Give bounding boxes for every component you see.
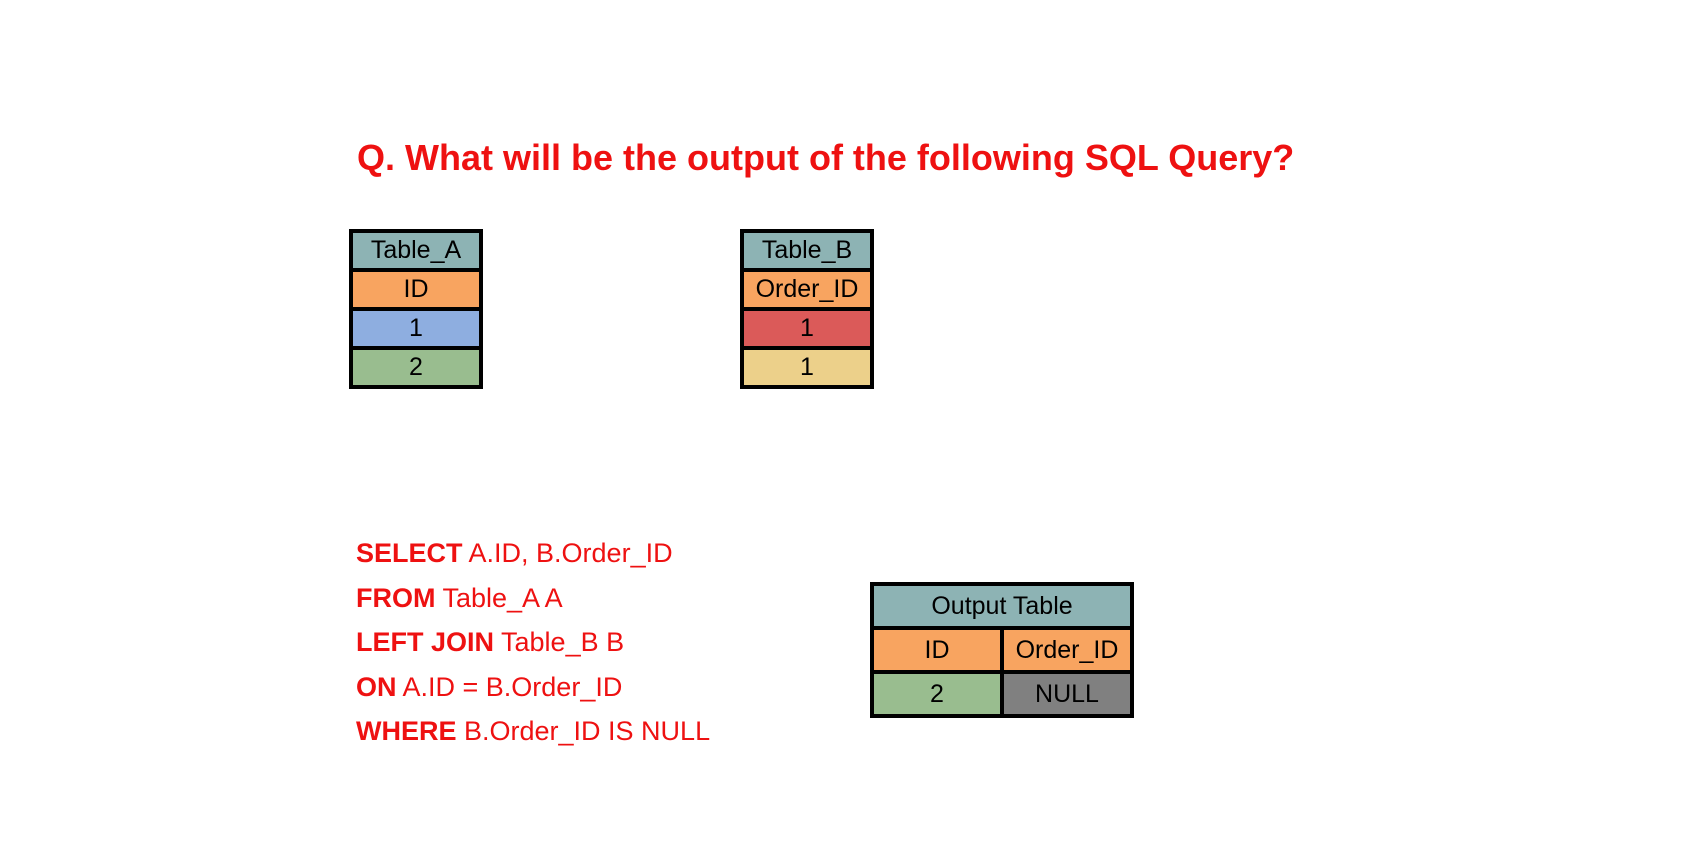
sql-line: LEFT JOIN Table_B B	[356, 629, 710, 674]
question-title: Q. What will be the output of the follow…	[357, 137, 1295, 178]
table-b-cell: 1	[740, 307, 874, 350]
sql-keyword: FROM	[356, 582, 436, 613]
sql-keyword: ON	[356, 671, 397, 702]
sql-line: WHERE B.Order_ID IS NULL	[356, 718, 710, 763]
sql-clause: Table_B B	[494, 627, 625, 657]
table-a-column-header: ID	[349, 268, 483, 311]
table-a-cell: 2	[349, 346, 483, 389]
table-b-cell: 1	[740, 346, 874, 389]
sql-query: SELECT A.ID, B.Order_ID FROM Table_A A L…	[356, 540, 710, 763]
output-column-header-order-id: Order_ID	[1000, 626, 1134, 674]
sql-line: SELECT A.ID, B.Order_ID	[356, 540, 710, 585]
sql-clause: A.ID, B.Order_ID	[462, 538, 673, 568]
sql-keyword: SELECT	[356, 538, 463, 568]
output-cell-id: 2	[870, 670, 1004, 718]
sql-line: ON A.ID = B.Order_ID	[356, 671, 710, 719]
output-cell-order-id: NULL	[1000, 670, 1134, 718]
output-table-title: Output Table	[870, 582, 1134, 630]
table-b-title: Table_B	[740, 229, 874, 272]
sql-clause: B.Order_ID IS NULL	[456, 716, 711, 746]
sql-clause: Table_A A	[435, 582, 563, 613]
sql-clause: A.ID = B.Order_ID	[396, 671, 623, 702]
table-a-title: Table_A	[349, 229, 483, 272]
table-b-column-header: Order_ID	[740, 268, 874, 311]
sql-keyword: WHERE	[356, 716, 457, 746]
table-b: Table_B Order_ID 1 1	[740, 229, 874, 389]
output-table: Output Table ID Order_ID 2 NULL	[870, 582, 1134, 718]
sql-line: FROM Table_A A	[356, 582, 710, 630]
sql-keyword: LEFT JOIN	[356, 627, 495, 657]
table-a-cell: 1	[349, 307, 483, 350]
output-column-header-id: ID	[870, 626, 1004, 674]
table-a: Table_A ID 1 2	[349, 229, 483, 389]
